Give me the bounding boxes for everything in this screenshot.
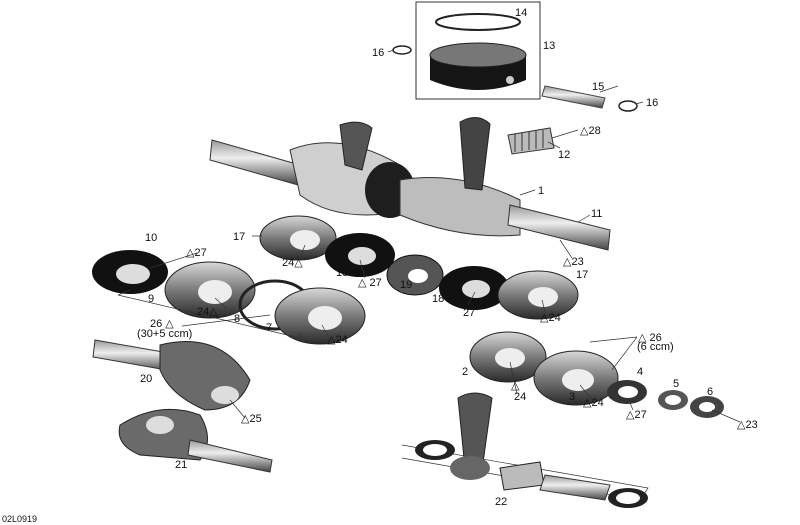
callout-2: 2 <box>462 366 468 378</box>
callout-25: △25 <box>241 413 262 425</box>
callouts: 14 13 16 15 16 △28 12 1 11 △23 17 10 △27… <box>2 7 758 524</box>
callout-26-note: (6 ccm) <box>637 341 674 353</box>
crank-halves <box>92 339 273 473</box>
callout-18: 18 <box>432 293 444 305</box>
callout-12: 12 <box>558 149 570 161</box>
callout-23: △23 <box>563 256 584 268</box>
callout-13: 13 <box>543 40 555 52</box>
callout-21: 21 <box>175 459 187 471</box>
callout-24: △24 <box>327 334 348 346</box>
callout-26: 26 △ <box>150 318 174 330</box>
callout-24: △24 <box>583 397 604 409</box>
callout-24: 24△ <box>197 306 218 318</box>
callout-20: 20 <box>140 373 152 385</box>
callout-16: 16 <box>372 47 384 59</box>
callout-18: 18 <box>336 267 348 279</box>
piston-ring <box>435 13 521 31</box>
callout-27: △ 27 <box>358 277 382 289</box>
callout-19: 19 <box>400 279 412 291</box>
crankshaft <box>209 117 611 251</box>
callout-26-note: (30+5 ccm) <box>137 328 192 340</box>
callout-5: 5 <box>673 378 679 390</box>
group-bracket <box>117 289 301 339</box>
callout-24: 24△ <box>282 257 303 269</box>
callout-27: △27 <box>186 247 207 259</box>
callout-15: 15 <box>592 81 604 93</box>
callout-22: 22 <box>495 496 507 508</box>
callout-24: 24 <box>514 391 526 403</box>
bearings <box>92 215 724 418</box>
callout-17: 17 <box>576 269 588 281</box>
callout-26: △ 26 <box>638 332 662 344</box>
callout-11: 11 <box>591 208 602 220</box>
callout-7: 7 <box>266 322 272 334</box>
callout-23: △23 <box>737 419 758 431</box>
callout-8: 8 <box>234 313 240 325</box>
callout-24-symbol: △ <box>511 380 520 392</box>
connecting-rod-group <box>401 392 649 508</box>
callout-28: △28 <box>580 125 601 137</box>
callout-1: 1 <box>538 185 544 197</box>
callout-17: 17 <box>233 231 245 243</box>
callout-9: 9 <box>148 293 154 305</box>
callout-16: 16 <box>646 97 658 109</box>
callout-14: 14 <box>515 7 527 19</box>
piston-pin <box>541 85 606 109</box>
piston-frame <box>415 1 541 100</box>
callout-4: 4 <box>637 366 643 378</box>
callout-10: 10 <box>145 232 157 244</box>
callout-27: 27 <box>463 307 475 319</box>
callout-3: 3 <box>569 391 575 403</box>
diagram-code: 02L0919 <box>2 514 37 524</box>
piston-top <box>429 42 527 68</box>
callout-24: △24 <box>540 312 561 324</box>
leader-lines <box>149 49 741 423</box>
circlip <box>392 45 412 55</box>
needle-bearing <box>507 127 555 155</box>
piston-group <box>415 1 541 100</box>
circlip <box>618 100 638 112</box>
callout-6: 6 <box>707 386 713 398</box>
callout-27: △27 <box>626 409 647 421</box>
